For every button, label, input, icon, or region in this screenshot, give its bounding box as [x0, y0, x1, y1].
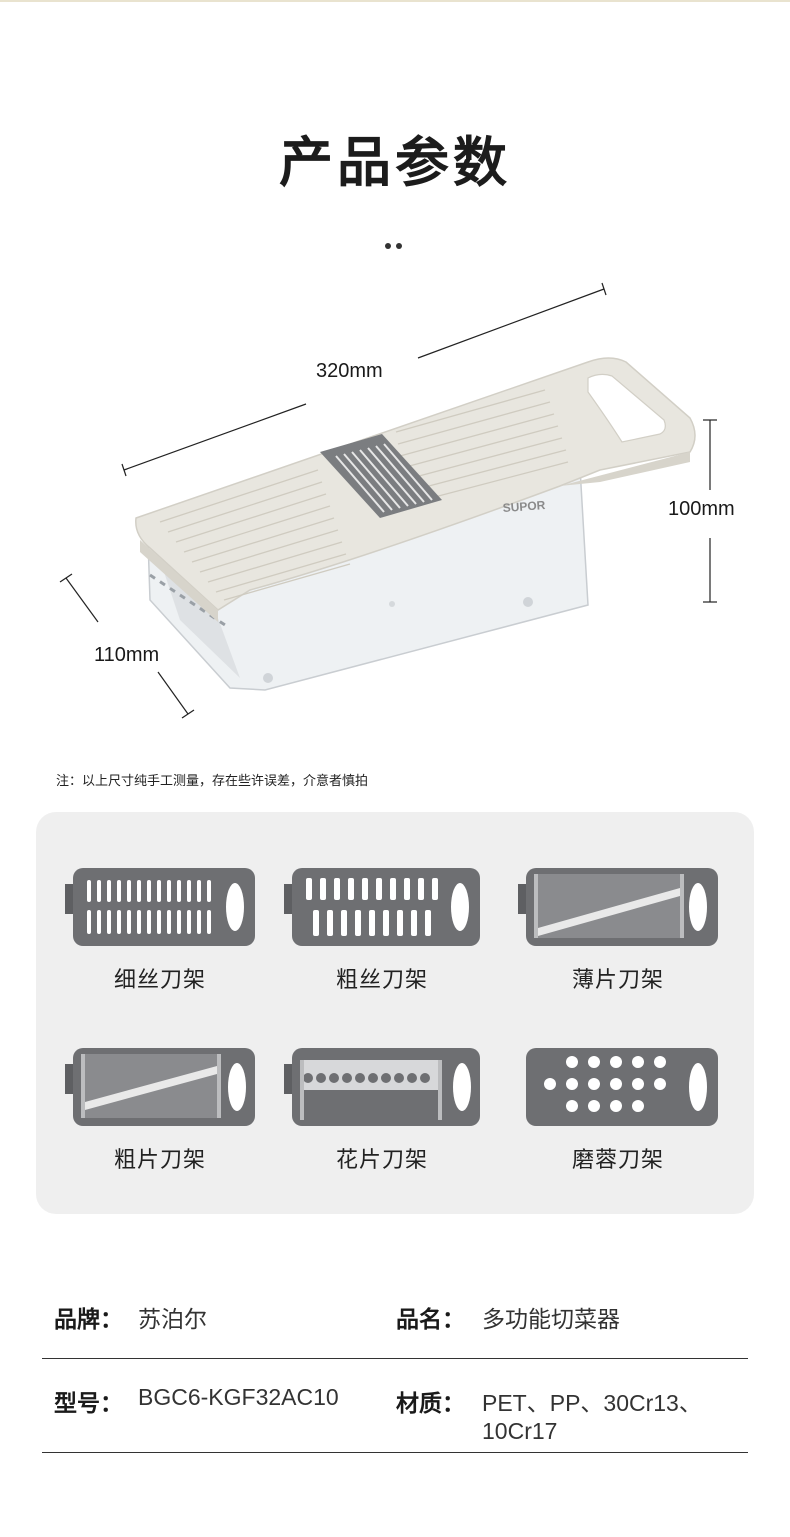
width-dimension: 110mm	[94, 644, 160, 666]
fine-shred-blade-icon	[65, 868, 255, 946]
blade-item-thick-slice: 粗片刀架	[60, 1046, 260, 1174]
blade-label: 粗片刀架	[113, 1148, 206, 1173]
page-title: 产品参数	[279, 131, 511, 194]
product-illustration: SUPOR	[59, 282, 717, 719]
product-name-label: 品名：	[396, 1307, 465, 1333]
blade-item-coarse-shred: 粗丝刀架	[282, 866, 482, 994]
crinkle-slice-blade-icon	[284, 1048, 480, 1126]
top-divider	[0, 0, 790, 2]
blade-item-thin-slice: 薄片刀架	[518, 866, 718, 994]
brand-label: 品牌：	[54, 1307, 123, 1333]
model-value: BGC6-KGF32AC10	[138, 1384, 339, 1410]
dimension-lines	[59, 282, 717, 719]
grater-blade-icon	[526, 1048, 718, 1126]
material-label: 材质：	[396, 1391, 465, 1417]
brand-value: 苏泊尔	[138, 1306, 207, 1332]
material-value-line2: 10Cr17	[482, 1418, 558, 1444]
slicer-body	[135, 357, 696, 622]
thin-slice-blade-icon	[518, 868, 718, 946]
thick-slice-blade-icon	[65, 1048, 255, 1126]
brand-mark: SUPOR	[502, 498, 546, 515]
blade-label: 花片刀架	[335, 1148, 428, 1173]
blade-item-grater: 磨蓉刀架	[518, 1046, 718, 1174]
height-dimension: 100mm	[668, 498, 735, 520]
blade-label: 薄片刀架	[571, 968, 664, 993]
blade-label: 磨蓉刀架	[571, 1148, 664, 1173]
blade-label: 细丝刀架	[113, 968, 206, 993]
blade-label: 粗丝刀架	[335, 968, 428, 993]
spec-divider-bottom	[42, 1452, 748, 1453]
material-value-line1: PET、PP、30Cr13、	[482, 1390, 702, 1416]
model-label: 型号：	[54, 1391, 123, 1417]
blade-item-crinkle-slice: 花片刀架	[282, 1046, 482, 1174]
product-name-value: 多功能切菜器	[482, 1306, 620, 1332]
spec-divider	[42, 1358, 748, 1359]
blade-item-fine-shred: 细丝刀架	[60, 866, 260, 994]
decorative-dots	[385, 234, 409, 249]
length-dimension: 320mm	[316, 360, 383, 382]
coarse-shred-blade-icon	[284, 868, 480, 946]
measurement-note: 注：以上尺寸纯手工测量，存在些许误差，介意者慎拍	[56, 774, 369, 789]
